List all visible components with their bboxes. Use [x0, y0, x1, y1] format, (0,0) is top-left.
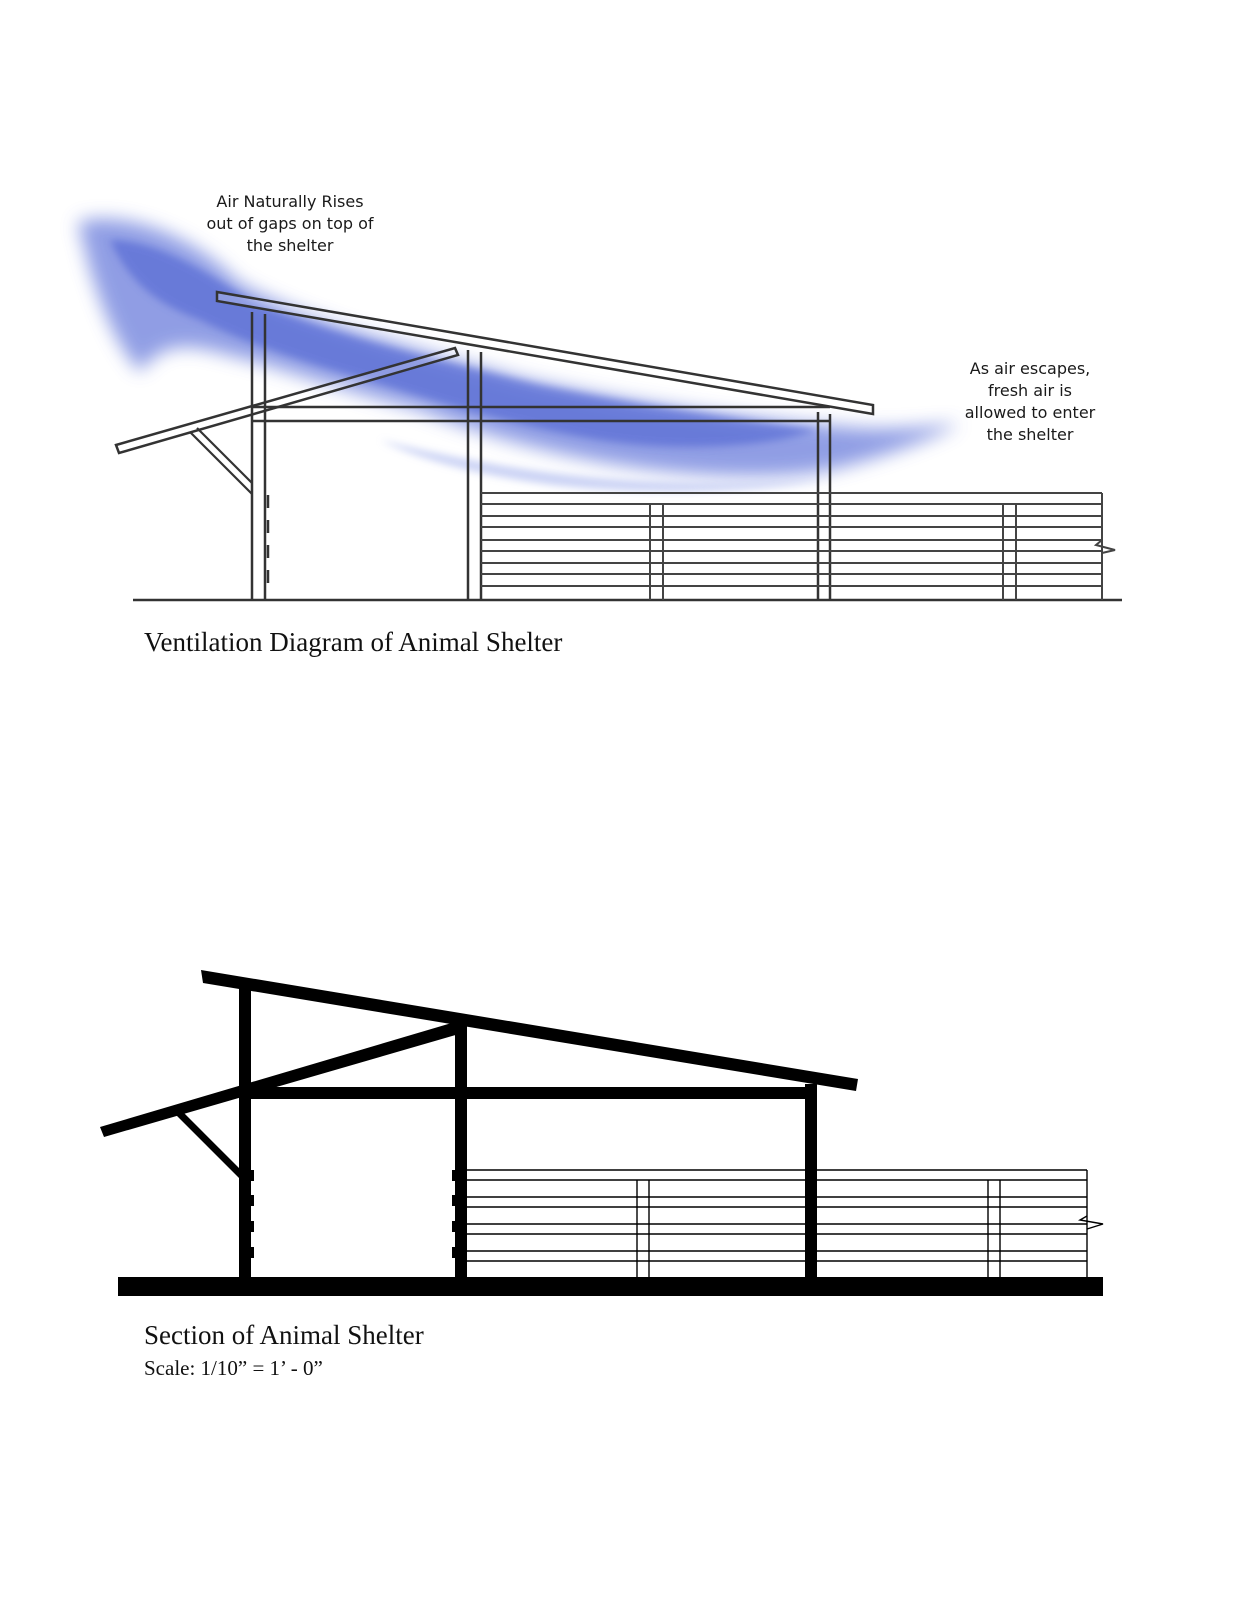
section-brace: [175, 1109, 245, 1179]
diagonal-brace: [189, 431, 253, 495]
posts: [250, 312, 832, 600]
section-ground: [118, 1277, 1103, 1296]
lower-roof: [114, 346, 460, 455]
tie-beam: [252, 405, 830, 423]
section-lower-roof: [100, 1022, 459, 1137]
airflow-wash: [78, 218, 960, 492]
section-post-middle: [455, 1024, 467, 1278]
section-main-roof: [201, 970, 858, 1091]
section-caption: Section of Animal Shelter: [144, 1320, 424, 1350]
main-roof: [215, 290, 875, 416]
ventilation-diagram: [78, 218, 1122, 602]
fence-rails: [481, 492, 1116, 600]
section-tie-beam: [239, 1087, 817, 1099]
section-post-left: [239, 986, 251, 1278]
fresh-air-note: As air escapes, fresh air is allowed to …: [964, 359, 1096, 444]
section-drawing: [100, 970, 1104, 1296]
ventilation-caption: Ventilation Diagram of Animal Shelter: [144, 627, 563, 657]
section-fence: [466, 1169, 1104, 1278]
scale-label: Scale: 1/10” = 1’ - 0”: [144, 1356, 323, 1380]
section-post-right: [805, 1084, 817, 1278]
air-rises-note: Air Naturally Rises out of gaps on top o…: [206, 192, 374, 255]
